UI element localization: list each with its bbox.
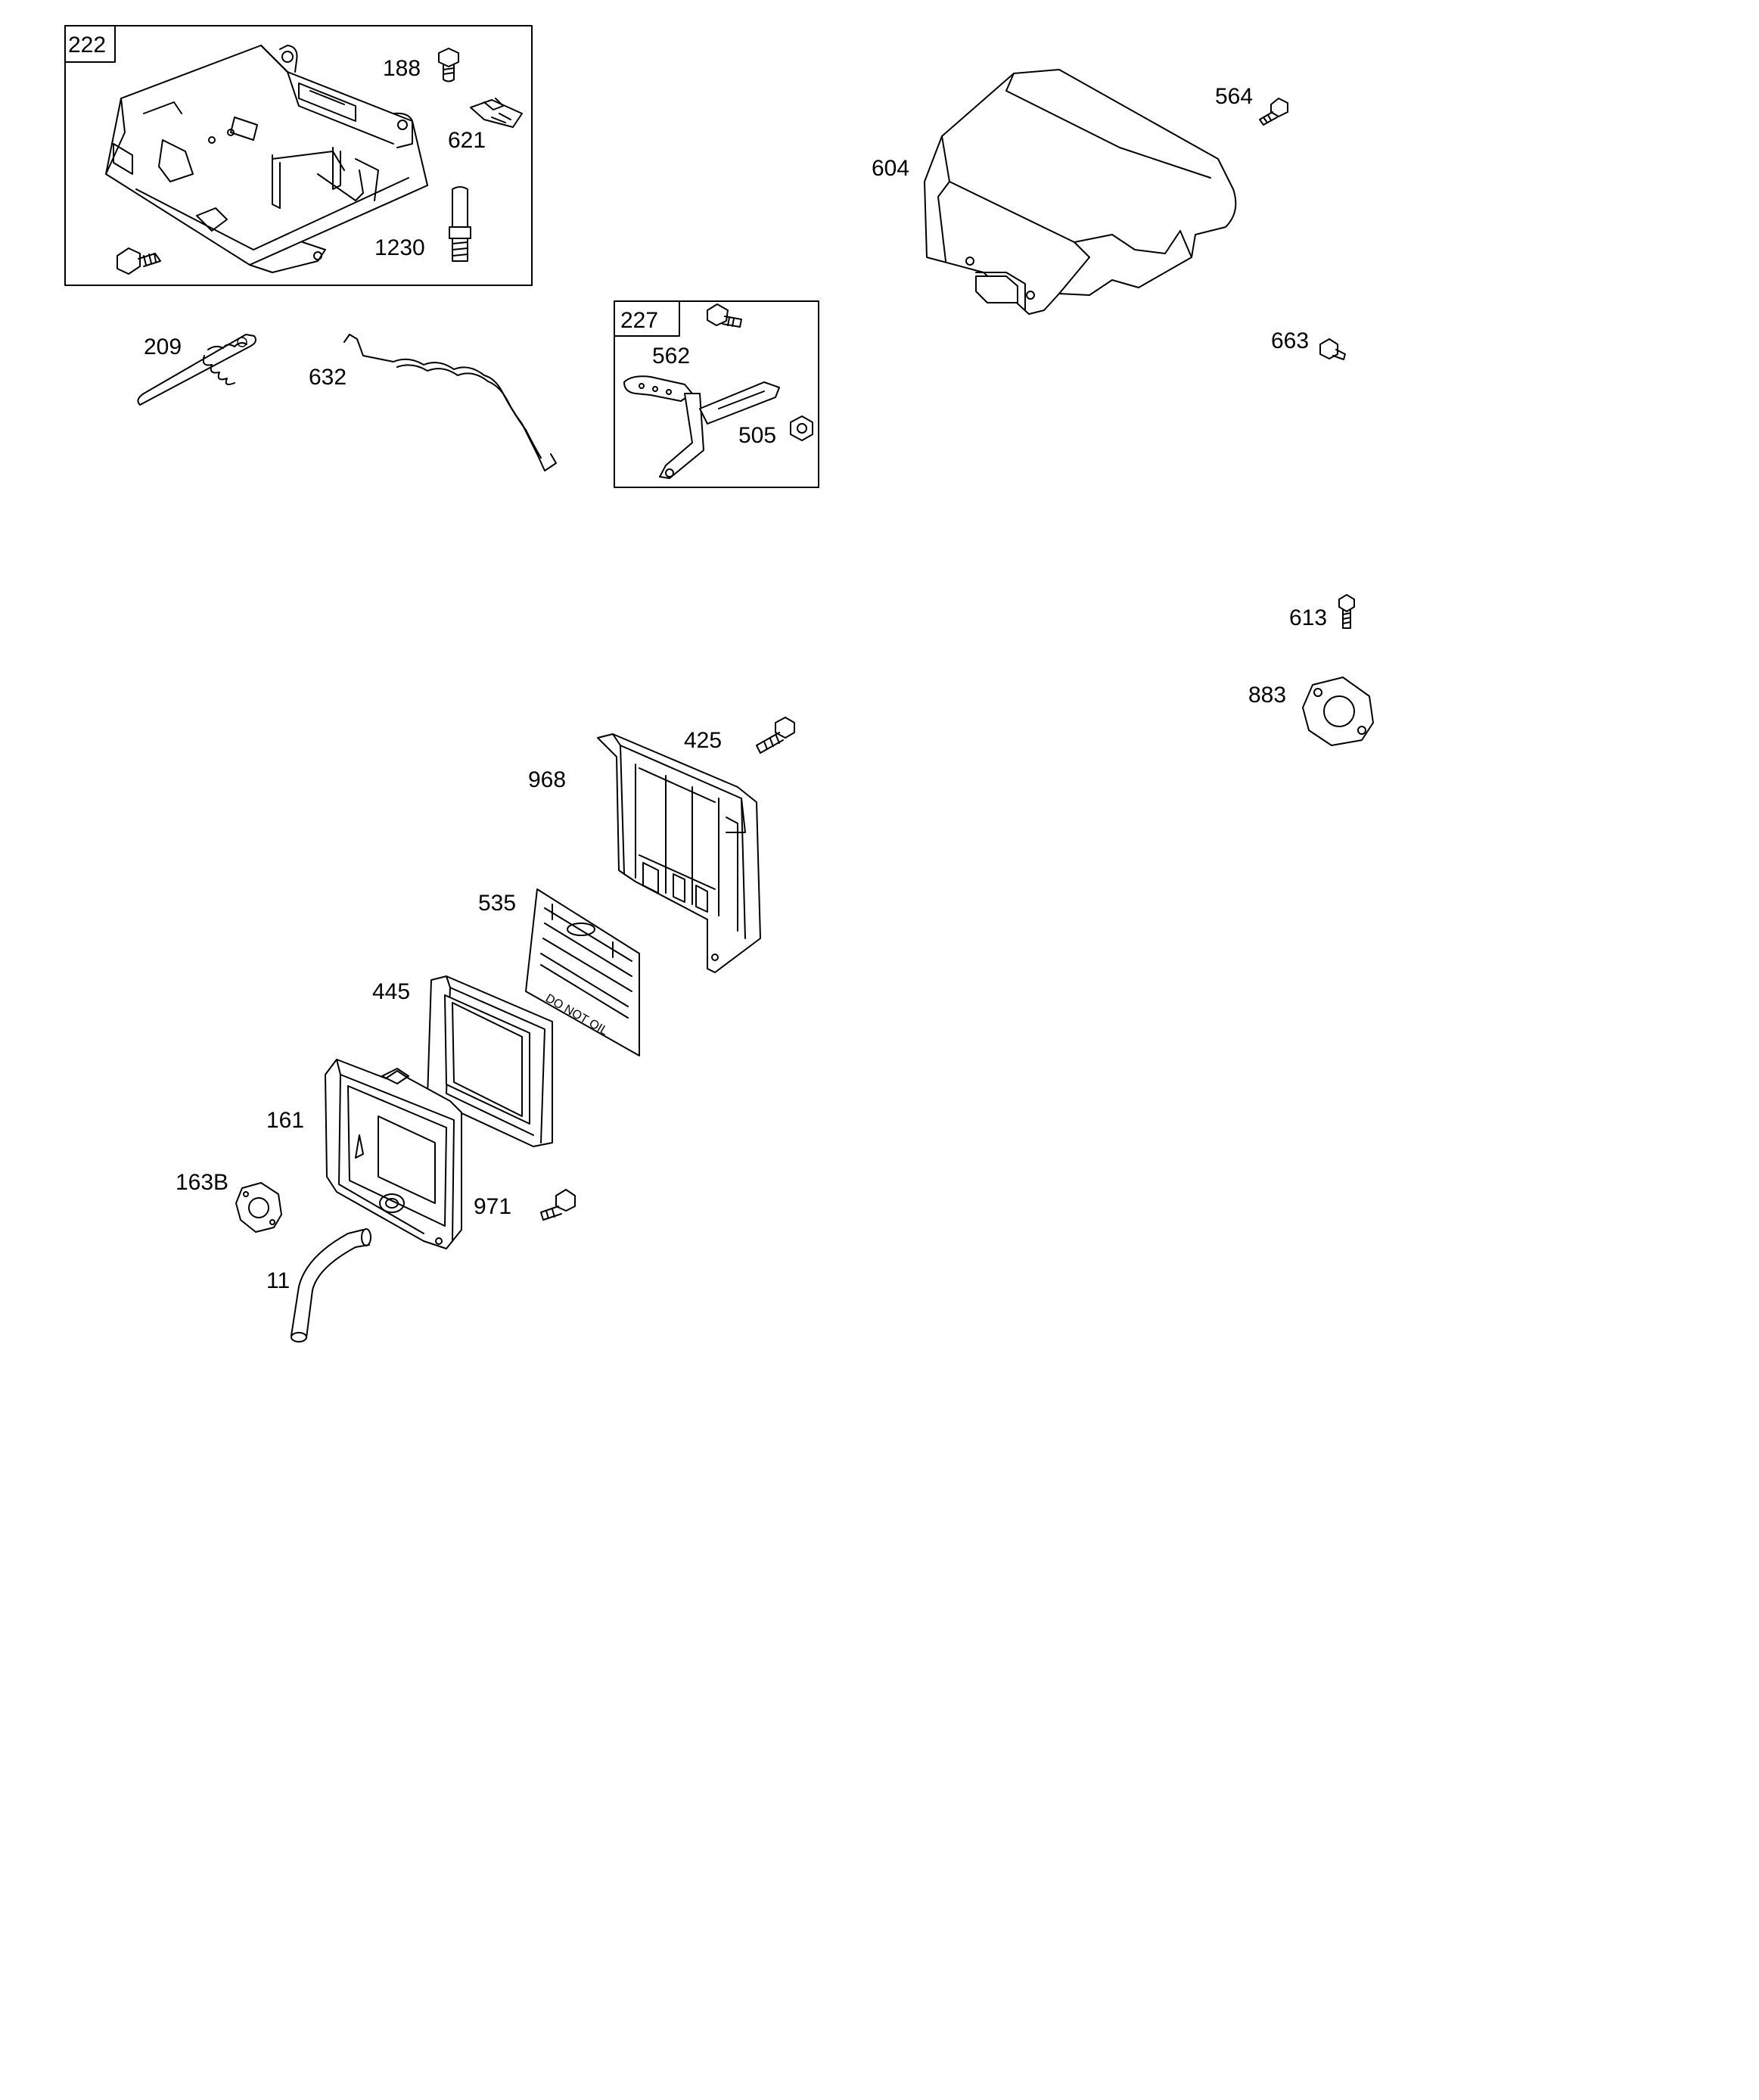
part-564-screw-drawing — [1259, 98, 1288, 126]
label-163B: 163B — [176, 1170, 228, 1195]
label-883: 883 — [1248, 683, 1286, 708]
label-11: 11 — [266, 1268, 290, 1293]
part-971-bolt-drawing — [540, 1189, 576, 1221]
throttle-lever-drawing — [623, 375, 780, 479]
label-632: 632 — [309, 365, 347, 390]
label-535: 535 — [478, 891, 516, 916]
kit-222-box: 222 — [64, 25, 533, 286]
label-425: 425 — [684, 728, 722, 753]
part-425-bolt-drawing — [756, 717, 795, 754]
part-562-screw-drawing — [707, 303, 742, 328]
part-445-filter-drawing — [427, 975, 553, 1147]
part-663-screw-drawing — [1319, 338, 1346, 360]
part-1230-stud-drawing — [449, 186, 471, 262]
label-968: 968 — [528, 767, 566, 792]
label-564: 564 — [1215, 84, 1253, 109]
part-505-nut-drawing — [790, 415, 813, 441]
label-621: 621 — [448, 128, 486, 153]
part-11-hose-drawing — [291, 1228, 371, 1342]
kit-227-box: 227 — [614, 300, 819, 488]
kit-227-label: 227 — [620, 308, 658, 333]
part-188-bolt-drawing — [438, 48, 459, 82]
control-bracket-drawing — [105, 45, 428, 273]
bracket-bolt-drawing — [117, 247, 161, 275]
part-163B-gasket-drawing — [235, 1182, 282, 1233]
part-632-linkage-drawing — [343, 334, 557, 471]
kit-222-label: 222 — [68, 33, 106, 58]
label-188: 188 — [383, 56, 421, 81]
part-613-bolt-drawing — [1338, 594, 1355, 629]
label-505: 505 — [738, 423, 776, 448]
label-161: 161 — [266, 1108, 304, 1133]
label-971: 971 — [474, 1194, 511, 1219]
label-613: 613 — [1289, 605, 1327, 630]
label-209: 209 — [144, 334, 182, 359]
part-883-gasket-drawing — [1302, 677, 1374, 746]
part-161-cover-drawing — [325, 1059, 462, 1249]
label-663: 663 — [1271, 328, 1309, 353]
label-445: 445 — [372, 979, 410, 1004]
label-562: 562 — [652, 344, 690, 369]
part-621-clip-drawing — [470, 98, 523, 128]
label-1230: 1230 — [374, 235, 425, 260]
part-209-spring-drawing — [137, 334, 256, 406]
part-604-cover-drawing — [924, 69, 1237, 315]
part-968-base-drawing — [597, 733, 761, 973]
label-604: 604 — [872, 156, 909, 181]
